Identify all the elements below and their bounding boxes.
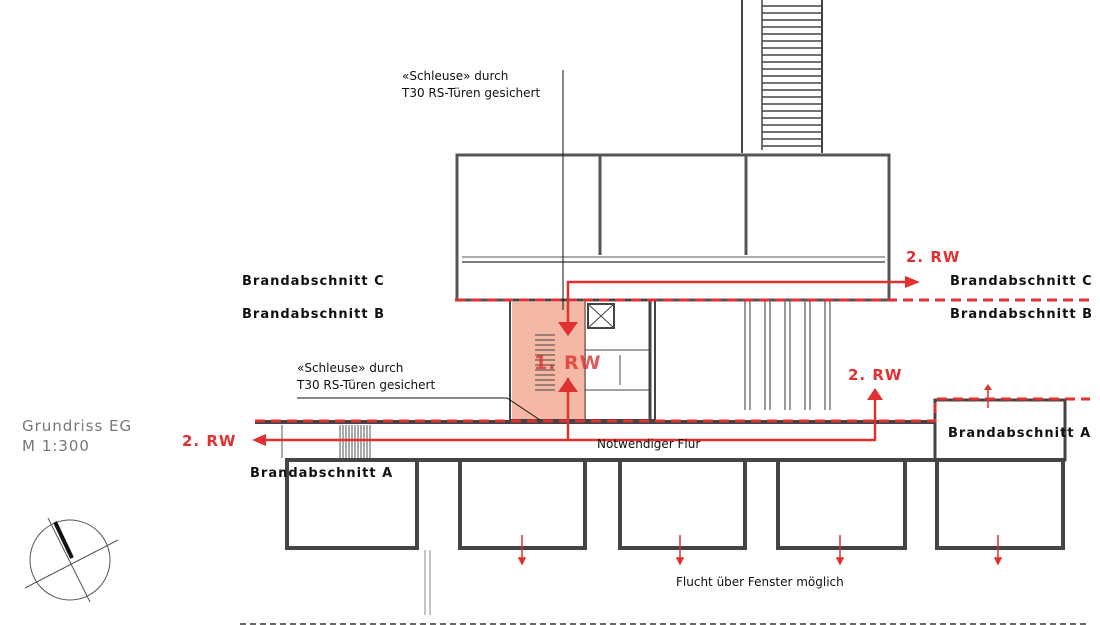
classroom — [458, 458, 587, 550]
section-b-left-label: Brandabschnitt B — [242, 307, 386, 322]
section-c-left-label: Brandabschnitt C — [242, 274, 385, 289]
airlock-note-top-line1: «Schleuse» durch — [402, 69, 509, 83]
window-escape-note: Flucht über Fenster möglich — [676, 575, 844, 589]
first-route-label: 1. RW — [534, 352, 602, 374]
window-escape-arrowhead — [835, 557, 845, 566]
leader-lines — [297, 70, 564, 421]
classroom — [935, 458, 1065, 550]
section-b-right-label: Brandabschnitt B — [950, 307, 1094, 322]
airlock-note-top-line2: T30 RS-Türen gesichert — [402, 86, 541, 100]
airlock-note-mid-line1: «Schleuse» durch — [297, 361, 404, 375]
north-compass-icon — [24, 517, 119, 603]
south-wing — [285, 458, 1065, 550]
window-escape-arrowhead — [517, 557, 527, 566]
second-route-left-label: 2. RW — [182, 432, 237, 450]
west-stair — [281, 425, 371, 458]
plan-title: Grundriss EG M 1:300 — [22, 416, 132, 456]
window-escape-arrowhead — [675, 557, 685, 566]
section-a-right-label: Brandabschnitt A — [948, 426, 1092, 441]
fire-section-boundaries — [255, 298, 1090, 423]
corridor-label: Notwendiger Flur — [597, 437, 701, 451]
colonnade — [744, 300, 831, 410]
second-route-top-label: 2. RW — [906, 248, 961, 266]
section-c-right-label: Brandabschnitt C — [950, 274, 1093, 289]
route-arrowheads — [252, 276, 992, 446]
section-a-left-label: Brandabschnitt A — [250, 466, 394, 481]
plan-title-line1: Grundriss EG — [22, 417, 133, 435]
second-route-mid-label: 2. RW — [848, 366, 903, 384]
building-c — [455, 153, 891, 302]
plan-scale: M 1:300 — [22, 437, 90, 455]
window-escape-arrowhead — [993, 557, 1003, 566]
stair-core-fill — [512, 302, 586, 420]
classroom — [618, 458, 747, 550]
classroom — [776, 458, 907, 550]
airlock-note-mid-line2: T30 RS-Türen gesichert — [297, 378, 436, 392]
window-escape-arrows — [517, 535, 1003, 566]
north-stair-tower — [741, 0, 823, 153]
